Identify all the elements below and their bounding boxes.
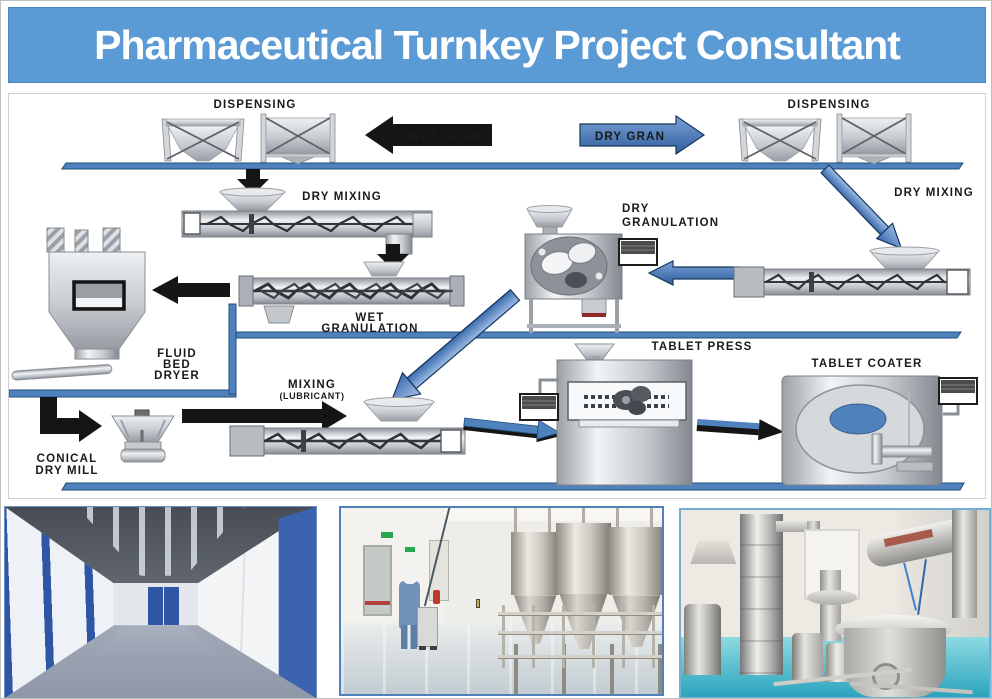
cone-lamp — [690, 539, 737, 565]
transfer-cart — [417, 606, 438, 648]
label-fluid-bed-dryer-2: BED — [163, 359, 191, 371]
wet-gran-arrow-label: WET GRAN — [409, 131, 481, 143]
dispensing-bins-right — [738, 113, 912, 165]
corridor-right-blue-door — [278, 507, 316, 698]
tablet-coater-control-panel — [938, 377, 978, 416]
mixing-arrow — [182, 401, 347, 431]
dry-mixing-conveyor-left — [181, 187, 433, 255]
left-vessel — [684, 603, 722, 675]
label-dispensing-right: DISPENSING — [788, 99, 871, 111]
cart-wheels — [418, 645, 437, 651]
blue-arrow-to-dry-mixing-right — [820, 164, 903, 250]
flow-diagram-svg: DISPENSING DISPENSING WET GRAN DRY GRAN … — [9, 99, 978, 491]
right-column — [952, 510, 977, 619]
down-arrow-to-dry-mixing — [237, 169, 269, 195]
tablet-coater — [781, 375, 943, 486]
label-conical-dry-mill-1: CONICAL — [37, 453, 98, 465]
fire-extinguisher — [433, 589, 440, 604]
dry-gran-arrow: DRY GRAN — [579, 114, 706, 156]
exit-sign — [381, 532, 393, 539]
label-tablet-coater: TABLET COATER — [812, 358, 923, 370]
process-flow-diagram: DISPENSING DISPENSING WET GRAN DRY GRAN … — [8, 93, 986, 499]
railing-bar-1 — [498, 612, 662, 616]
label-dry-mixing-right: DRY MIXING — [894, 187, 974, 199]
hall-door-push-bar — [365, 601, 390, 606]
exit-sign-2 — [405, 547, 415, 552]
transfer-line-top — [61, 162, 964, 170]
mixing-conveyor — [229, 397, 466, 457]
down-arrow-to-wet-granulation — [377, 244, 409, 270]
label-mixing-1: MIXING — [288, 379, 336, 391]
hall-door — [363, 545, 393, 616]
tablet-press-control-panel — [519, 378, 559, 421]
label-dry-granulation-1: DRY — [622, 203, 649, 215]
fluid-bed-dryer — [11, 227, 146, 381]
tablet-press — [556, 343, 693, 486]
stainless-hopper-3 — [609, 526, 662, 596]
label-dispensing-left: DISPENSING — [214, 99, 297, 111]
worker-gown — [398, 580, 420, 629]
worker-legs — [401, 625, 417, 650]
hose-connector — [476, 599, 481, 609]
label-dry-granulation-2: GRANULATION — [622, 217, 719, 229]
label-dry-mixing-left: DRY MIXING — [302, 191, 382, 203]
round-platform — [807, 590, 857, 606]
elbow-arrow-to-conical-mill — [40, 397, 102, 442]
arrow-to-tablet-coater — [696, 419, 784, 441]
dry-gran-arrow-label: DRY GRAN — [595, 131, 665, 143]
dry-mixing-conveyor-right — [733, 246, 971, 298]
wet-granulation-extruder — [238, 261, 465, 324]
wet-gran-arrow: WET GRAN — [365, 116, 492, 154]
photo-cleanroom-corridor — [4, 506, 317, 698]
overhead-duct — [776, 521, 817, 533]
dispensing-bins-left — [161, 113, 336, 165]
corridor-door-split — [162, 585, 164, 626]
label-wet-granulation-1: WET — [355, 312, 384, 324]
conical-dry-mill — [111, 409, 175, 463]
photo-production-hall — [339, 506, 664, 696]
pedestal-column — [819, 569, 842, 641]
page-title: Pharmaceutical Turnkey Project Consultan… — [94, 21, 901, 68]
label-tablet-press: TABLET PRESS — [651, 341, 752, 353]
arrow-to-tablet-press — [463, 417, 562, 443]
arrow-to-fluid-bed-dryer — [152, 276, 230, 304]
blue-arrow-to-compactor — [647, 260, 740, 286]
label-fluid-bed-dryer-1: FLUID — [157, 348, 197, 360]
label-conical-dry-mill-2: DRY MILL — [35, 465, 98, 477]
compactor-control-panel — [618, 238, 658, 266]
worker-hood — [402, 569, 417, 585]
stainless-hopper-1 — [511, 532, 560, 596]
stainless-hopper-2 — [556, 522, 611, 594]
blue-arrow-to-mixing — [390, 288, 521, 402]
title-banner: Pharmaceutical Turnkey Project Consultan… — [8, 7, 986, 83]
label-mixing-2: (LUBRICANT) — [279, 391, 344, 401]
roller-compactor — [524, 205, 623, 333]
railing-bar-2 — [498, 630, 662, 634]
railing-bar-3 — [498, 654, 662, 658]
label-fluid-bed-dryer-3: DRYER — [154, 370, 200, 382]
transfer-line-dryer — [9, 303, 237, 398]
dryer-column-seams — [739, 513, 783, 675]
photo-equipment-room — [679, 508, 991, 698]
steel-drum-1 — [791, 633, 823, 683]
fluid-bed-dryer-column — [739, 513, 783, 675]
label-wet-granulation-2: GRANULATION — [321, 323, 418, 335]
